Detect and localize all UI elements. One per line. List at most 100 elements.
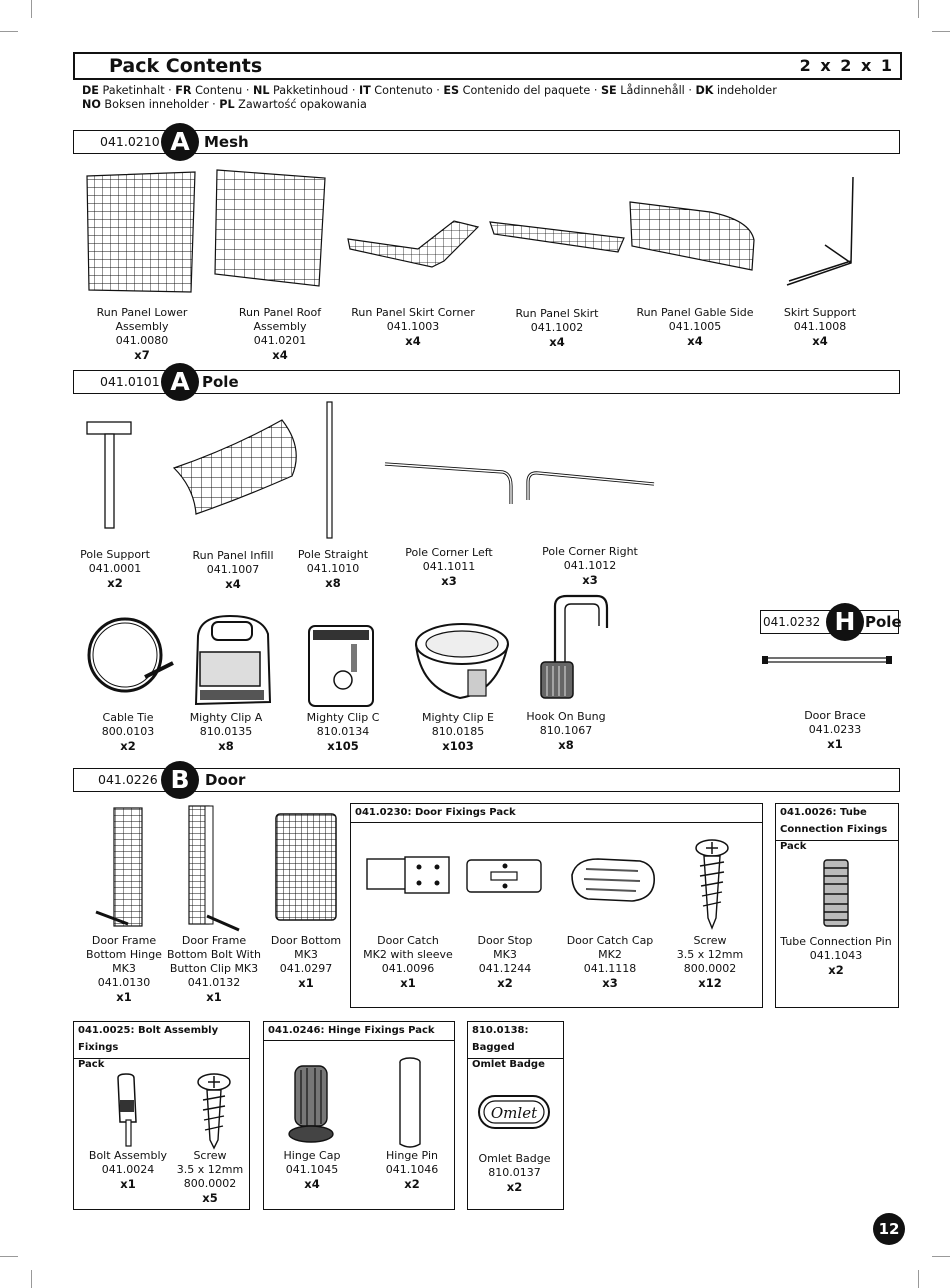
lang-code: DK	[695, 84, 714, 97]
lang-text: Pakketinhoud ·	[269, 84, 359, 97]
item-name: Mighty Clip E	[421, 711, 495, 724]
door-item: Door Frame Bottom Hinge MK3 041.0130 x1	[75, 934, 173, 1004]
item-qty: x4	[549, 335, 565, 349]
item-name: Pole Corner Right	[542, 545, 638, 558]
bolt-pack-item: Bolt Assembly 041.0024 x1	[78, 1149, 178, 1191]
lang-text: Boksen inneholder ·	[100, 98, 220, 111]
item-name: Run Panel Lower	[96, 306, 188, 319]
item-name: Run Panel Skirt	[515, 307, 599, 320]
item-name: Assembly	[253, 320, 307, 333]
item-name: MK2 with sleeve	[363, 948, 453, 961]
lang-code: ES	[443, 84, 460, 97]
crop-mark	[31, 1270, 32, 1288]
item-code: 041.1046	[385, 1163, 439, 1176]
item-qty: x4	[405, 334, 421, 348]
item-code: 041.1007	[206, 563, 260, 576]
item-qty: x1	[827, 737, 843, 751]
mesh-item: Run Panel Roof Assembly 041.0201 x4	[210, 306, 350, 362]
item-code: 041.0297	[279, 962, 333, 975]
item-code: 810.0137	[488, 1166, 541, 1179]
item-qty: x7	[134, 348, 150, 362]
section-name: Door	[205, 771, 246, 789]
run-panel-skirt-image	[489, 221, 625, 253]
mesh-item: Run Panel Lower Assembly 041.0080 x7	[72, 306, 212, 362]
omlet-badge-image: Omlet	[478, 1095, 550, 1129]
hinge-pack-item: Hinge Cap 041.1045 x4	[262, 1149, 362, 1191]
translations: DE Paketinhalt · FR Contenu · NL Pakketi…	[82, 84, 882, 112]
crop-mark	[31, 0, 32, 18]
pack-title-line: Omlet Badge	[472, 1059, 545, 1070]
section-door: 041.0226 B Door	[73, 761, 900, 799]
item-qty: x12	[698, 976, 722, 990]
pole-item: Pole Straight 041.1010 x8	[283, 548, 383, 590]
item-qty: x1	[400, 976, 416, 990]
pack-title: 041.0025: Bolt Assembly Fixings Pack	[74, 1022, 249, 1070]
clip-item: Mighty Clip E 810.0185 x103	[403, 711, 513, 753]
item-name: Button Clip MK3	[169, 962, 259, 975]
item-name: 3.5 x 12mm	[176, 1163, 244, 1176]
item-qty: x103	[442, 739, 474, 753]
item-qty: x8	[218, 739, 234, 753]
run-panel-gable-side-image	[629, 201, 755, 271]
lang-text: Lådinnehåll ·	[616, 84, 696, 97]
item-qty: x2	[107, 576, 123, 590]
section-name: Pole	[202, 373, 239, 391]
hook-on-bung-image	[540, 594, 609, 699]
crop-mark	[0, 31, 18, 32]
page-number: 12	[873, 1213, 905, 1245]
item-code: 041.1043	[809, 949, 863, 962]
crop-mark	[932, 1256, 950, 1257]
item-name: Bottom Hinge	[86, 948, 162, 961]
item-name: Run Panel Roof	[238, 306, 322, 319]
page-title: Pack Contents	[109, 55, 263, 77]
translations-line-1: DE Paketinhalt · FR Contenu · NL Pakketi…	[82, 84, 882, 98]
item-qty: x3	[582, 573, 598, 587]
item-qty: x4	[225, 577, 241, 591]
item-code: 800.0002	[683, 962, 737, 975]
item-code: 810.0185	[431, 725, 485, 738]
lang-code: DE	[82, 84, 99, 97]
pack-title: 041.0246: Hinge Fixings Pack	[264, 1022, 454, 1041]
item-qty: x105	[327, 739, 359, 753]
item-name: Hook On Bung	[526, 710, 606, 723]
crop-mark	[918, 1270, 919, 1288]
item-name: Door Bottom	[270, 934, 342, 947]
item-name: Door Brace	[804, 709, 866, 722]
pole-support-image	[86, 421, 132, 529]
lang-code: IT	[358, 84, 371, 97]
item-code: 041.1003	[386, 320, 440, 333]
screw-image	[197, 1073, 231, 1150]
tube-connection-pack: 041.0026: Tube Connection Fixings Pack	[775, 803, 899, 1008]
item-name: Pole Support	[80, 548, 150, 561]
item-name: Run Panel Infill	[192, 549, 274, 562]
mesh-item: Run Panel Skirt 041.1002 x4	[487, 307, 627, 349]
door-brace-item: Door Brace 041.0233 x1	[785, 709, 885, 751]
door-stop-image	[466, 859, 542, 893]
door-frame-bottom-bolt-image	[188, 805, 240, 932]
item-code: 041.1012	[563, 559, 617, 572]
item-code: 041.0201	[253, 334, 307, 347]
item-name: Hinge Pin	[386, 1149, 438, 1162]
item-qty: x3	[441, 574, 457, 588]
item-code: 041.1244	[478, 962, 532, 975]
item-code: 041.1010	[306, 562, 360, 575]
item-name: Omlet Badge	[478, 1152, 551, 1165]
bolt-assembly-pack: 041.0025: Bolt Assembly Fixings Pack	[73, 1021, 250, 1210]
item-qty: x5	[202, 1191, 218, 1205]
item-name: Skirt Support	[783, 306, 857, 319]
hinge-fixings-pack: 041.0246: Hinge Fixings Pack	[263, 1021, 455, 1210]
lang-text: Contenido del paquete ·	[459, 84, 601, 97]
pole-corner-right-image	[526, 471, 655, 500]
item-name: Screw	[693, 934, 727, 947]
item-name: Cable Tie	[102, 711, 154, 724]
section-code: 041.0101	[100, 374, 160, 389]
item-qty: x2	[120, 739, 136, 753]
item-name: Assembly	[115, 320, 169, 333]
mighty-clip-a-image	[194, 614, 272, 706]
item-code: 041.0233	[808, 723, 862, 736]
door-catch-cap-image	[571, 858, 656, 902]
section-letter-badge: A	[161, 123, 199, 161]
item-name: Bolt Assembly	[88, 1149, 168, 1162]
section-code: 041.0226	[98, 772, 158, 787]
item-code: 810.0134	[316, 725, 370, 738]
